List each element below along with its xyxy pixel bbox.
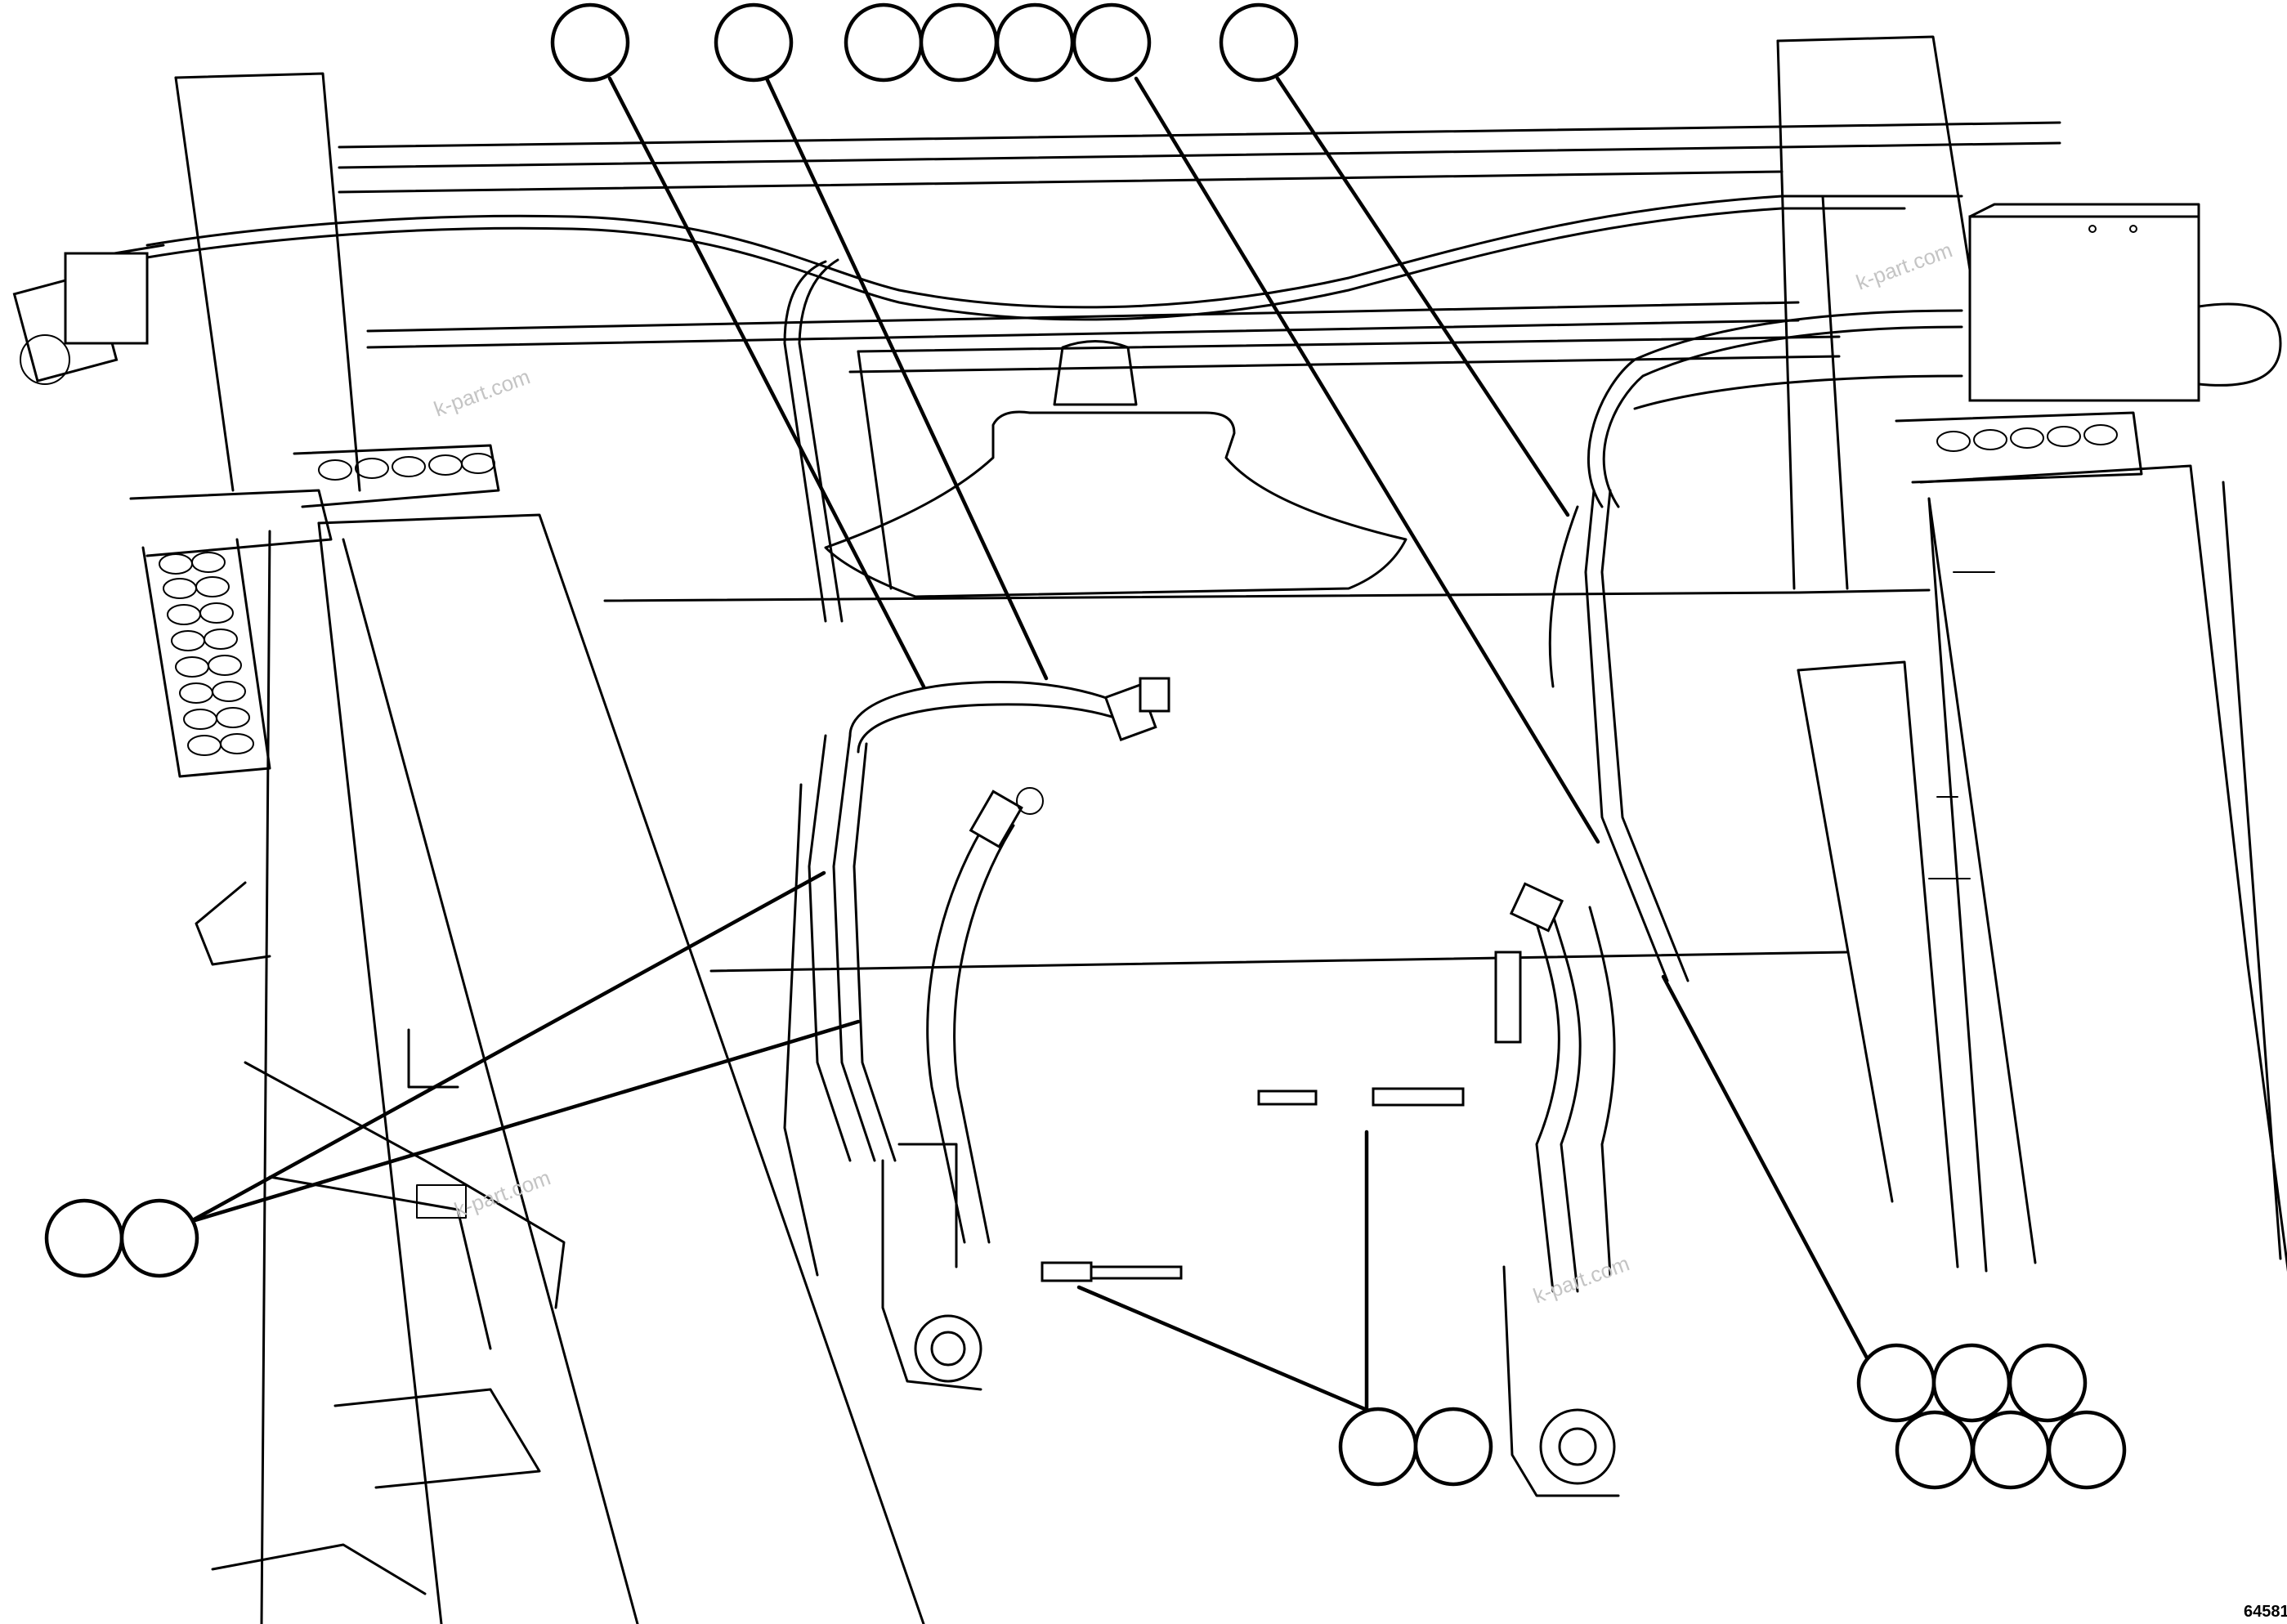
callout-bubble <box>1072 2 1152 83</box>
callout-bubble <box>550 2 630 83</box>
callout-bubble <box>919 2 999 83</box>
callout-bubble <box>714 2 794 83</box>
callout-bubble <box>44 1198 124 1278</box>
right-hose-assembly <box>1257 489 1690 1497</box>
left-step-holes <box>159 453 495 756</box>
callout-bubble <box>1413 1407 1493 1487</box>
upper-frame-rails <box>338 121 2061 973</box>
center-tank <box>824 340 1408 598</box>
callout-bubble <box>119 1198 199 1278</box>
left-hose-assembly <box>783 677 1183 1391</box>
callout-bubble <box>1895 1410 1975 1490</box>
left-diagonal-panel <box>260 513 925 1624</box>
left-post <box>174 72 361 492</box>
callout-bubble <box>2047 1410 2127 1490</box>
left-lower-frame <box>195 881 566 1595</box>
upper-hose-bundle <box>145 195 1963 623</box>
watermark: k-part.com <box>451 1165 554 1222</box>
junction-box <box>1968 203 2282 402</box>
callout-bubble <box>1338 1407 1418 1487</box>
watermark: k-part.com <box>1530 1250 1633 1308</box>
figure-number: 64581 <box>2244 1603 2287 1621</box>
callout-bubble <box>844 2 924 83</box>
leader-lines <box>187 76 1872 1412</box>
callout-bubble <box>1856 1343 1936 1423</box>
right-diagonal-panel <box>1797 464 2287 1273</box>
watermark: k-part.com <box>431 364 534 421</box>
left-step-platform <box>129 444 500 778</box>
watermark: k-part.com <box>1853 237 1956 294</box>
callout-bubble <box>2007 1343 2088 1423</box>
electrical-connector <box>12 244 165 385</box>
right-post <box>1776 35 1971 590</box>
callout-bubble <box>1931 1343 2012 1423</box>
right-step-platform <box>1895 411 2143 484</box>
callout-bubble <box>1219 2 1299 83</box>
callout-bubble <box>1971 1410 2051 1490</box>
callout-bubbles <box>44 2 2127 1490</box>
callout-bubble <box>995 2 1075 83</box>
